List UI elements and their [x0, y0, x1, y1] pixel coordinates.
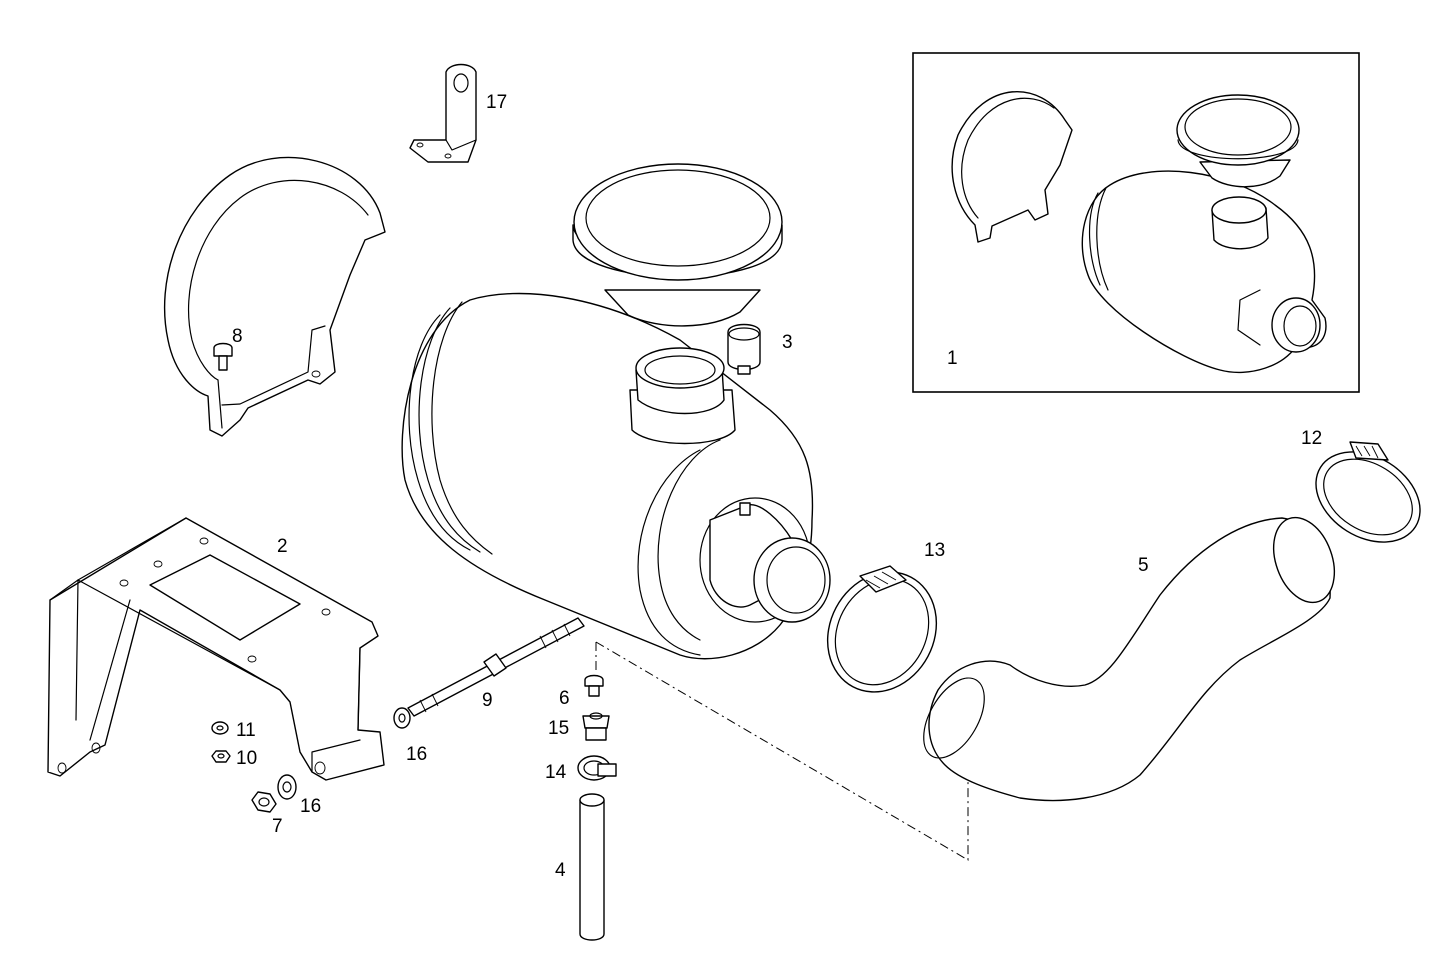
callout-10: 10 — [236, 748, 257, 769]
callout-15: 15 — [548, 718, 569, 739]
part-15-fitting: 15 — [548, 712, 610, 741]
part-13-hose-clamp: 13 — [826, 540, 945, 693]
inset-frame — [912, 52, 1360, 393]
part-3-cap: 3 — [727, 323, 793, 375]
callout-8: 8 — [232, 326, 243, 347]
callout-16-lower: 16 — [300, 796, 321, 817]
housing-inlet-neck — [629, 347, 736, 445]
part-2-mounting-bracket: 2 — [47, 517, 385, 781]
part-17-l-bracket: 17 — [409, 63, 507, 163]
part-11-washer: 11 — [211, 720, 256, 741]
part-9-stud: 9 — [407, 617, 585, 717]
callout-3: 3 — [782, 332, 793, 353]
callout-1: 1 — [947, 348, 958, 369]
assembly-centerline — [595, 641, 969, 861]
callout-9: 9 — [482, 690, 493, 711]
callout-4: 4 — [555, 860, 566, 881]
callout-17: 17 — [486, 92, 507, 113]
callout-16-upper: 16 — [406, 744, 427, 765]
part-8-bolt: 8 — [213, 326, 243, 371]
callout-14: 14 — [545, 762, 567, 783]
clamp-band — [163, 156, 386, 437]
inset-clamp-band — [951, 90, 1073, 243]
part-5-elbow-hose: 5 — [923, 516, 1336, 802]
callout-7: 7 — [272, 816, 283, 837]
housing-cover — [572, 163, 783, 327]
callout-2: 2 — [277, 536, 288, 557]
part-12-hose-clamp: 12 — [1301, 428, 1421, 543]
callout-13: 13 — [924, 540, 945, 561]
callout-5: 5 — [1138, 555, 1149, 576]
part-6-screw: 6 — [559, 674, 604, 709]
part-16-washer-lower: 16 — [277, 774, 321, 817]
callout-12: 12 — [1301, 428, 1322, 449]
callout-6: 6 — [559, 688, 570, 709]
inset-filter-housing — [1081, 170, 1327, 374]
callout-11: 11 — [236, 720, 256, 741]
main-filter-housing — [401, 292, 831, 660]
part-4-tube: 4 — [555, 793, 605, 941]
inset-cover — [1176, 94, 1300, 188]
part-16-washer-upper: 16 — [393, 707, 427, 765]
part-10-nut: 10 — [211, 748, 257, 769]
part-7-nut: 7 — [251, 791, 283, 837]
assembly-inset: 1 — [912, 52, 1360, 393]
part-14-hose-clip: 14 — [545, 755, 617, 783]
